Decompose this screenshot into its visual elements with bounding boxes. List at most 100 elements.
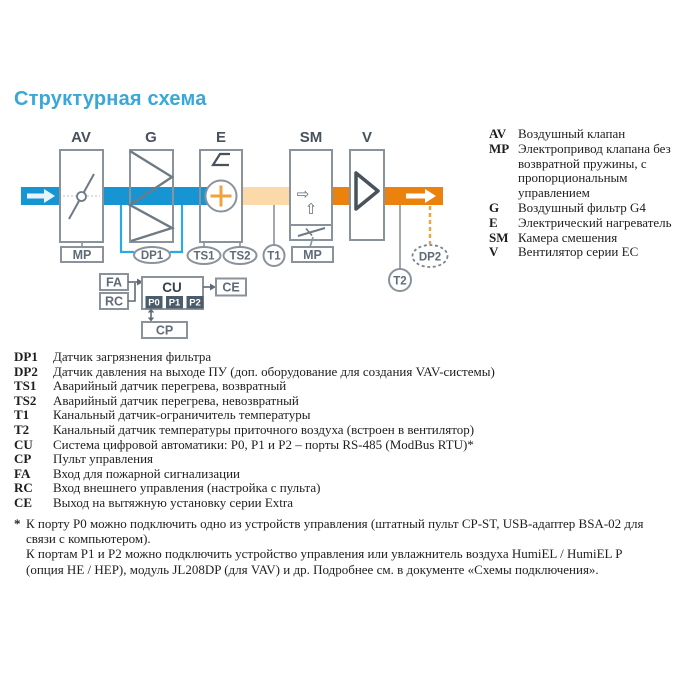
legend-def: Аварийный датчик перегрева, невозвратный (53, 392, 299, 408)
footnote-para-1: К порту P0 можно подключить одно из устр… (26, 516, 644, 547)
legend-item-e: E Электрический нагреватель (489, 214, 691, 231)
legend-term: SM (489, 229, 509, 245)
legend-term: G (489, 199, 500, 215)
legend-item-mp: MP Электропривод клапана без возвратной п… (489, 140, 691, 201)
sensor-dp2 (411, 244, 449, 268)
damper-icon (63, 173, 100, 220)
cu-ce-arrowhead-icon (210, 283, 216, 291)
footnote-para-2: К портам P1 и P2 можно подключить устрой… (26, 546, 622, 577)
sensor-t1 (262, 244, 286, 267)
legend-term: DP1 (14, 349, 38, 364)
sensor-ts2 (222, 246, 258, 265)
legend-term: RC (14, 480, 33, 496)
legend-item-sm: SM Камера смешения (489, 229, 691, 246)
legend-item-dp2: DP2 Датчик давления на выходе ПУ (доп. об… (14, 363, 694, 380)
dp1-connector (119, 205, 184, 254)
dp2-label: DP2 (419, 252, 441, 264)
label-v: V (362, 129, 372, 146)
legend-term: TS2 (14, 392, 37, 408)
legend-term: E (489, 214, 498, 230)
legend-def: Канальный датчик-ограничитель температур… (53, 407, 311, 423)
legend-term: DP2 (14, 363, 38, 379)
fa-cu-arrowhead-icon (137, 278, 143, 286)
legend-item-ce: CE Выход на вытяжную установку серии Extr… (14, 494, 694, 511)
block-heater (199, 149, 243, 243)
sensor-ts1 (186, 246, 222, 265)
t2-label: T2 (393, 276, 406, 288)
legend-def: Электрический нагреватель (518, 214, 672, 230)
dp1-label: DP1 (141, 250, 164, 262)
legend-term: CE (14, 494, 33, 510)
legend-item-ts2: TS2 Аварийный датчик перегрева, невозврат… (14, 392, 694, 409)
legend-item-cu: CU Система цифровой автоматики: P0, P1 и … (14, 436, 694, 453)
cu-label: CU (162, 280, 182, 295)
sensor-dp1 (133, 246, 171, 264)
port-p2 (186, 296, 204, 309)
mix-arrow-right-icon: ⇨ (297, 185, 310, 203)
p1-label: P1 (169, 298, 181, 309)
sensor-t2 (388, 268, 412, 292)
legend-term: FA (14, 465, 31, 481)
legend-term: AV (489, 126, 507, 141)
label-av: AV (71, 129, 91, 146)
label-g: G (145, 129, 157, 146)
legend-def: Система цифровой автоматики: P0, P1 и P2… (53, 436, 474, 452)
outlet-flow-arrow-icon (406, 189, 436, 203)
mp-sm-connector (309, 236, 314, 248)
legend-item-t1: T1 Канальный датчик-ограничитель температ… (14, 408, 694, 423)
legend-def: Выход на вытяжную установку серии Extra (53, 494, 294, 510)
legend-term: CP (14, 451, 32, 467)
legend-term: T1 (14, 407, 30, 423)
legend-def: Камера смешения (518, 229, 618, 245)
legend-def: Датчик давления на выходе ПУ (доп. обору… (53, 363, 495, 379)
legend-term: CU (14, 436, 33, 452)
legend-item-t2: T2 Канальный датчик температуры приточног… (14, 421, 694, 438)
structural-diagram: ⇨ ⇧ AV G E SM V MP MP DP1 TS1 TS2 T1 T2 … (21, 129, 449, 339)
cp-box (141, 321, 188, 339)
fan-icon (354, 171, 380, 211)
mp-sm-box (291, 246, 334, 263)
legend-item-g: G Воздушный фильтр G4 (489, 199, 691, 216)
ts2-label: TS2 (229, 251, 250, 263)
legend-item-rc: RC Вход внешнего управления (настройка с … (14, 481, 694, 496)
mp-av-box (60, 246, 104, 263)
legend-term: MP (489, 140, 510, 156)
p2-label: P2 (189, 298, 201, 309)
rc-cu-connector (128, 283, 136, 302)
rc-label: RC (105, 295, 123, 309)
page-title: Структурная схема (14, 88, 207, 110)
sm-damper-icon (297, 227, 326, 237)
heater-icon (204, 179, 238, 213)
port-p1 (166, 296, 183, 309)
legend-term: T2 (14, 421, 30, 437)
cu-cp-double-arrow-icon (147, 308, 155, 322)
footnote: * К порту P0 можно подключить одно из ус… (14, 516, 674, 577)
legend-def: Вход внешнего управления (настройка с пу… (53, 480, 321, 496)
label-sm: SM (300, 129, 323, 146)
label-e: E (216, 129, 226, 146)
legend-term: TS1 (14, 378, 37, 394)
legend-item-cp: CP Пульт управления (14, 452, 694, 467)
heater-element-icon (210, 152, 230, 167)
legend-item-fa: FA Вход для пожарной сигнализации (14, 465, 694, 482)
filter-icon (127, 149, 176, 243)
legend-def: Пульт управления (53, 451, 154, 467)
block-filter (129, 149, 174, 243)
t1-label: T1 (267, 251, 281, 263)
legend-def: Воздушный фильтр G4 (518, 199, 646, 215)
legend-def: Электропривод клапана без возвратной пру… (518, 140, 671, 201)
mp-sm-label: MP (303, 248, 322, 262)
port-p0 (145, 296, 163, 309)
legend-term: V (489, 244, 499, 260)
ce-label: CE (222, 281, 239, 295)
ts1-label: TS1 (193, 251, 215, 263)
mix-arrow-up-icon: ⇧ (305, 200, 318, 218)
legend-def: Вход для пожарной сигнализации (53, 465, 240, 481)
legend-def: Канальный датчик температуры приточного … (53, 421, 475, 437)
